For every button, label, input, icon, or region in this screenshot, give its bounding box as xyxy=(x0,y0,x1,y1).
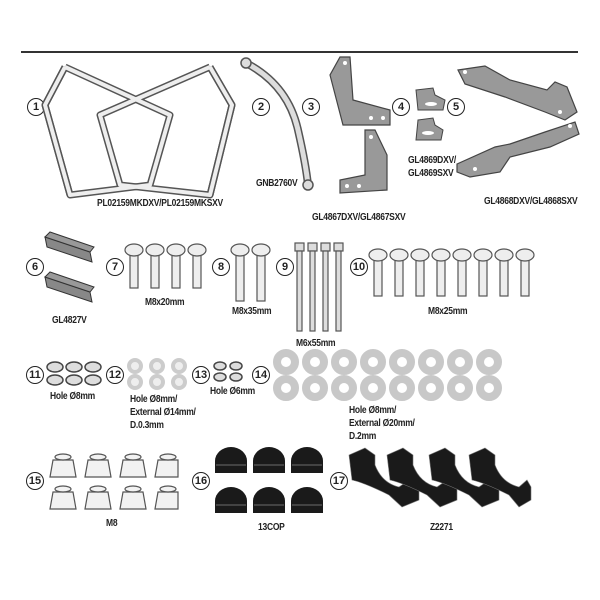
flange-nuts-icon xyxy=(49,453,179,510)
item-label-15: M8 xyxy=(106,518,118,529)
item-number-9: 9 xyxy=(276,258,294,276)
item-label-13: Hole Ø6mm xyxy=(210,386,255,397)
item-label-12: Hole Ø8mm/External Ø14mm/D.0.3mm xyxy=(130,393,196,432)
item-label-14: Hole Ø8mm/External Ø20mm/D.2mm xyxy=(349,404,415,443)
item-label-17: Z2271 xyxy=(430,522,453,533)
item-label-12-line2: External Ø14mm/ xyxy=(130,407,196,418)
item-label-7: M8x20mm xyxy=(145,297,185,308)
screws-m8x20-icon xyxy=(124,243,207,289)
item-number-14: 14 xyxy=(252,366,270,384)
header-divider xyxy=(21,51,578,53)
item-label-12-line1: Hole Ø8mm/ xyxy=(130,394,178,405)
item-number-6: 6 xyxy=(26,258,44,276)
spring-washers-6mm-icon xyxy=(213,361,243,382)
l-brackets-icon xyxy=(329,56,391,194)
item-label-5: GL4868DXV/GL4868SXV xyxy=(484,196,578,207)
curved-bar-icon xyxy=(240,57,314,191)
item-number-8: 8 xyxy=(212,258,230,276)
screws-m8x35-icon xyxy=(230,243,271,302)
item-number-5: 5 xyxy=(447,98,465,116)
long-plates-icon xyxy=(456,65,580,178)
item-number-10: 10 xyxy=(350,258,368,276)
spring-washers-8mm-icon xyxy=(46,361,102,386)
item-label-6: GL4827V xyxy=(52,315,87,326)
item-label-14-line3: D.2mm xyxy=(349,431,377,442)
item-number-16: 16 xyxy=(192,472,210,490)
item-label-12-line3: D.0.3mm xyxy=(130,420,164,431)
item-number-4: 4 xyxy=(392,98,410,116)
item-label-9: M6x55mm xyxy=(296,338,336,349)
screws-m6x55-icon xyxy=(294,242,344,332)
flat-washers-14mm-icon xyxy=(127,358,187,390)
item-label-16: 13COP xyxy=(258,522,285,533)
item-label-3: GL4867DXV/GL4867SXV xyxy=(312,212,406,223)
item-label-1: PL02159MKDXV/PL02159MKSXV xyxy=(97,198,223,209)
item-number-7: 7 xyxy=(106,258,124,276)
flat-plates-icon xyxy=(44,231,95,303)
item-number-3: 3 xyxy=(302,98,320,116)
item-label-8: M8x35mm xyxy=(232,306,272,317)
item-label-2: GNB2760V xyxy=(256,178,298,189)
item-label-4-line1: GL4869DXV/ xyxy=(408,155,457,166)
screws-m8x25-icon xyxy=(368,248,535,297)
cap-nuts-icon xyxy=(215,447,323,513)
item-label-14-line1: Hole Ø8mm/ xyxy=(349,405,397,416)
item-label-4-line2: GL4869SXV xyxy=(408,168,454,179)
spacer-blocks-icon xyxy=(348,447,532,508)
item-number-13: 13 xyxy=(192,366,210,384)
item-label-10: M8x25mm xyxy=(428,306,468,317)
item-number-2: 2 xyxy=(252,98,270,116)
item-number-17: 17 xyxy=(330,472,348,490)
item-number-11: 11 xyxy=(26,366,44,384)
item-number-12: 12 xyxy=(106,366,124,384)
large-washers-20mm-icon xyxy=(273,349,502,401)
item-number-15: 15 xyxy=(26,472,44,490)
item-label-11: Hole Ø8mm xyxy=(50,391,95,402)
item-label-14-line2: External Ø20mm/ xyxy=(349,418,415,429)
item-label-4: GL4869DXV/GL4869SXV xyxy=(408,154,456,180)
small-brackets-icon xyxy=(415,87,446,141)
side-case-frames-icon xyxy=(41,63,236,199)
